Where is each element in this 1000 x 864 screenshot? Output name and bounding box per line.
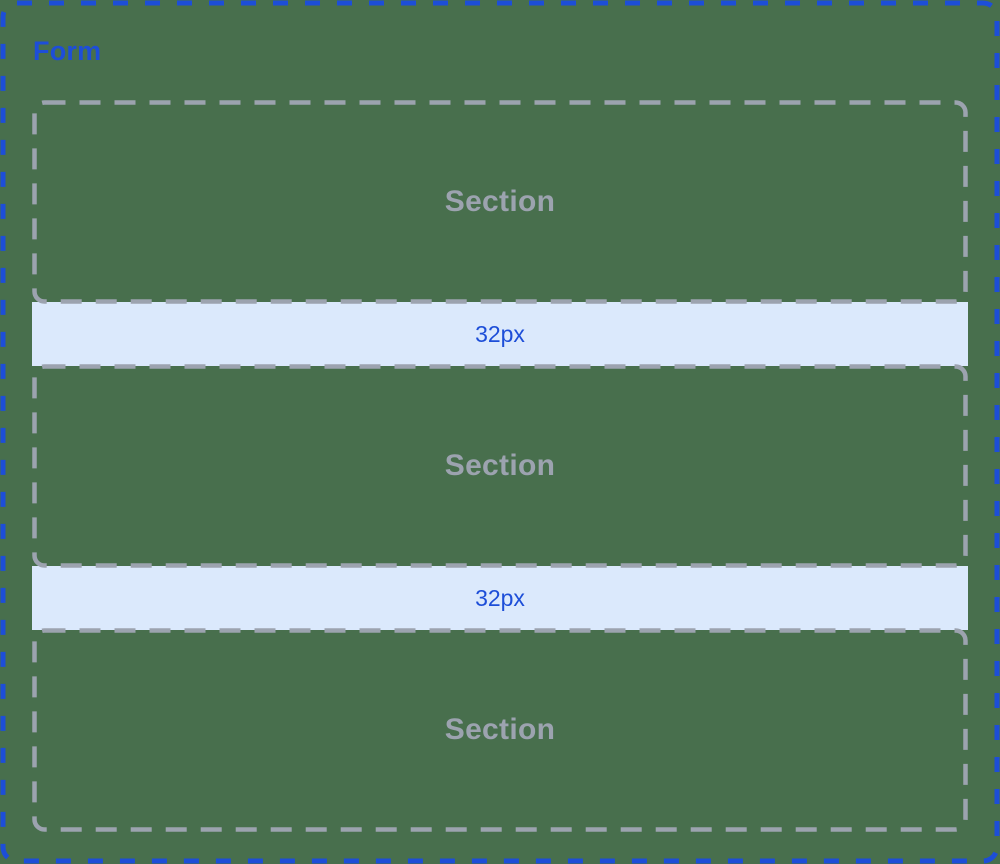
section-dashed-border-3 [32, 628, 968, 832]
section-dashed-border-2 [32, 364, 968, 568]
spacing-value-label-1: 32px [475, 320, 525, 347]
section-label-3: Section [444, 713, 556, 746]
section-dashed-border-1 [32, 100, 968, 304]
form-title-label: Form [33, 36, 102, 66]
spacing-indicator-1: 32px [32, 302, 968, 366]
section-label-2: Section [444, 449, 556, 482]
section-placeholder-3: Section [32, 628, 968, 832]
section-label-1: Section [444, 185, 556, 218]
spacing-value-label-2: 32px [475, 584, 525, 611]
spacing-indicator-2: 32px [32, 566, 968, 630]
section-placeholder-1: Section [32, 100, 968, 304]
section-placeholder-2: Section [32, 364, 968, 568]
